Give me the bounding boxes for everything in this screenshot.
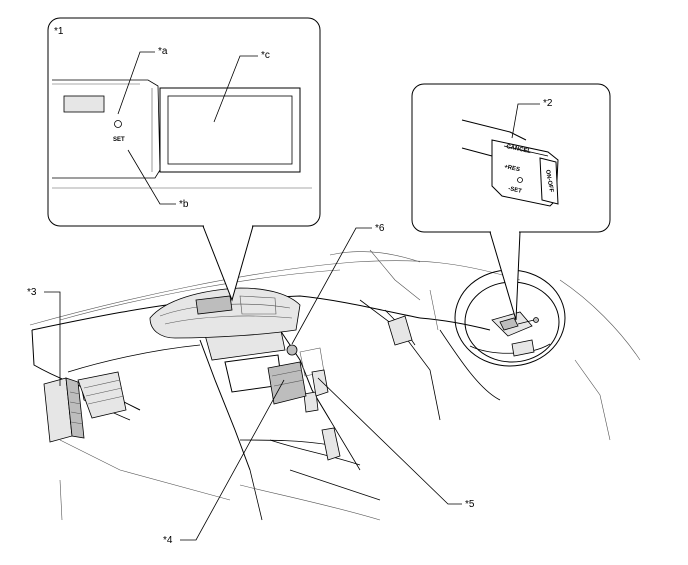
callout-6-label: *6: [375, 223, 385, 234]
callout-4-label: *4: [163, 535, 173, 546]
switch-res-label: +RES: [504, 164, 521, 173]
callout-1-label: *1: [54, 26, 64, 37]
inset-meter-box: SET: [47, 17, 321, 302]
leader-lines: [44, 51, 540, 541]
combination-meter-assembly: [149, 287, 301, 339]
callout-3-label: *3: [27, 287, 37, 298]
switch-set-label: -SET: [508, 186, 523, 195]
inset-switch-box: CANCEL +RES -SET ON-OFF: [411, 83, 611, 321]
dashboard-illustration: [29, 249, 521, 521]
steering-wheel-illustration: [429, 269, 641, 441]
switch-onoff-label: ON-OFF: [544, 169, 554, 193]
steering-column-parts: [267, 344, 329, 405]
callout-b-label: *b: [179, 199, 189, 210]
callout-c-label: *c: [261, 50, 270, 61]
callout-5-label: *5: [465, 499, 475, 510]
switch-cancel-label: CANCEL: [506, 144, 532, 155]
callout-a-label: *a: [158, 46, 168, 57]
ecm-component: [43, 377, 85, 443]
callout-2-label: *2: [543, 98, 553, 109]
meter-set-indicator: SET: [113, 137, 125, 143]
